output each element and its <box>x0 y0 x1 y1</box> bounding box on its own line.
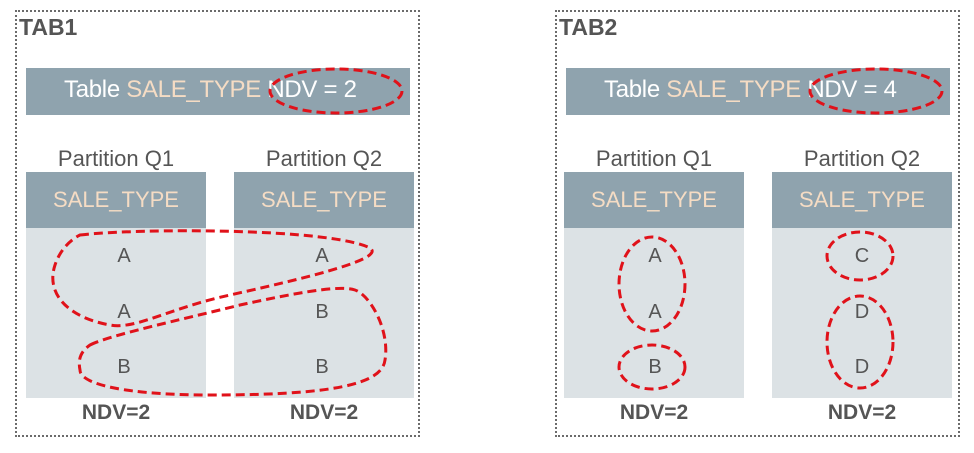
table-prefix: Table <box>604 76 660 103</box>
partition-q1-label: Partition Q1 <box>57 146 175 171</box>
column-header: SALE_TYPE <box>261 187 387 212</box>
partition-q1-ndv: NDV=2 <box>81 401 151 424</box>
table-ndv: NDV = 4 <box>807 76 897 103</box>
value-cell: B <box>315 301 329 323</box>
tab2-panel: TAB2 Table SALE_TYPE NDV = 4 Partition Q… <box>555 10 960 437</box>
value-cell: A <box>117 245 131 267</box>
partition-q1-body: A A B <box>564 228 744 398</box>
partition-q1-body: A A B <box>26 228 206 398</box>
partition-q2-ndv: NDV=2 <box>827 401 897 424</box>
column-header: SALE_TYPE <box>799 187 925 212</box>
partition-q1-header: SALE_TYPE <box>564 172 744 228</box>
value-cell: B <box>117 356 131 378</box>
value-cell: D <box>854 356 870 378</box>
panel-title: TAB1 <box>19 14 78 40</box>
value-cell: A <box>117 301 131 323</box>
table-prefix: Table <box>64 76 120 103</box>
table-column: SALE_TYPE <box>666 76 801 103</box>
table-summary-bar: Table SALE_TYPE NDV = 2 <box>26 68 410 115</box>
table-column: SALE_TYPE <box>126 76 261 103</box>
table-ndv: NDV = 2 <box>267 76 357 103</box>
partition-q2-label: Partition Q2 <box>265 146 383 171</box>
value-cell: B <box>315 356 329 378</box>
partition-q2-header: SALE_TYPE <box>772 172 952 228</box>
value-cell: A <box>648 245 662 267</box>
value-cell: B <box>648 356 662 378</box>
value-cell: C <box>854 245 870 267</box>
partition-q2-body: C D D <box>772 228 952 398</box>
panel-title: TAB2 <box>559 14 618 40</box>
value-cell: A <box>648 301 662 323</box>
partition-q2-header: SALE_TYPE <box>234 172 414 228</box>
tab1-panel: TAB1 Table SALE_TYPE NDV = 2 Partition Q… <box>15 10 420 437</box>
partition-q2-label: Partition Q2 <box>803 146 921 171</box>
partition-q2-ndv: NDV=2 <box>289 401 359 424</box>
table-summary-bar: Table SALE_TYPE NDV = 4 <box>566 68 950 115</box>
column-header: SALE_TYPE <box>591 187 717 212</box>
partition-q1-header: SALE_TYPE <box>26 172 206 228</box>
partition-q1-ndv: NDV=2 <box>619 401 689 424</box>
value-cell: A <box>315 245 329 267</box>
partition-q2-body: A B B <box>234 228 414 398</box>
partition-q1-label: Partition Q1 <box>595 146 713 171</box>
column-header: SALE_TYPE <box>53 187 179 212</box>
value-cell: D <box>854 301 870 323</box>
